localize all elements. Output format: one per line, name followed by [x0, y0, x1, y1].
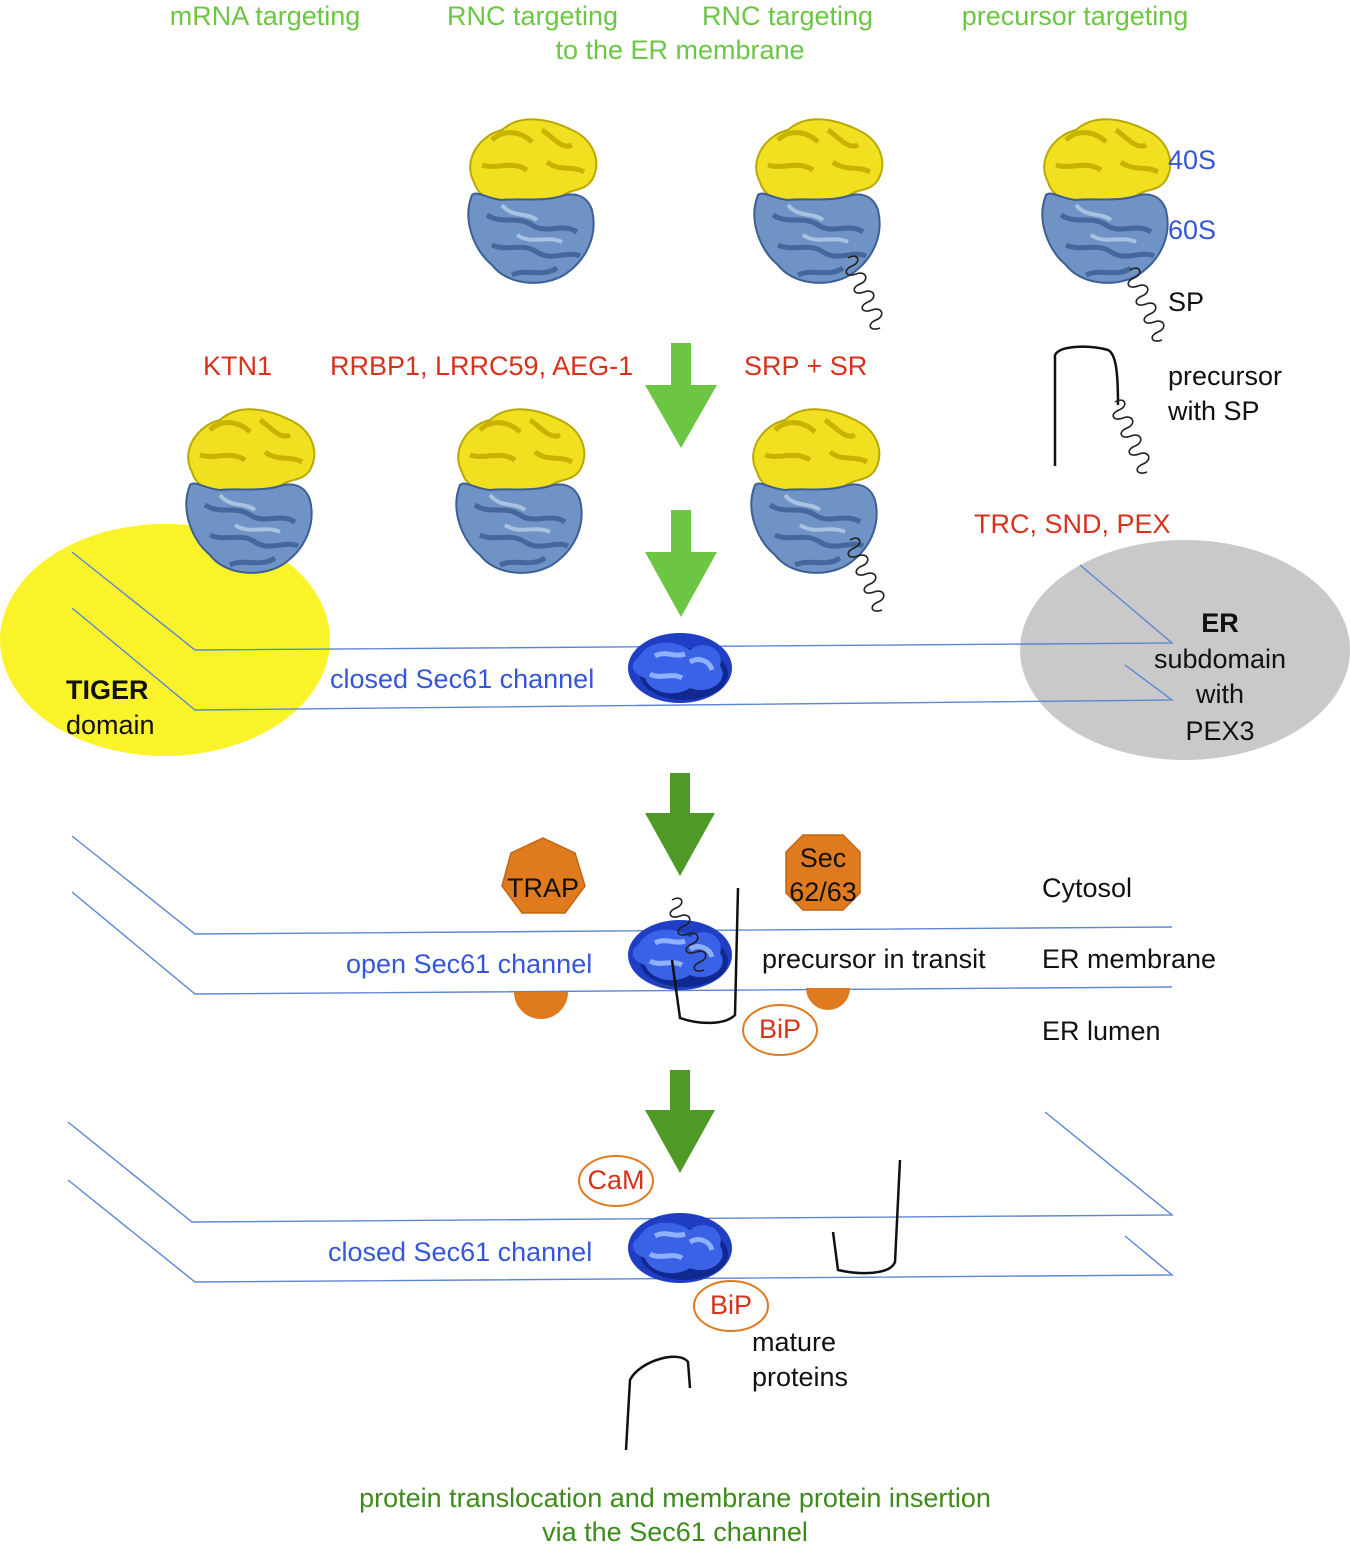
membrane-protein-chain	[831, 1159, 902, 1275]
precursor-chain	[1053, 345, 1120, 466]
precursor-coil	[1112, 399, 1150, 474]
trap-shape	[501, 837, 586, 914]
arrow-light-1	[645, 343, 717, 448]
arrow-light-2	[645, 510, 717, 617]
factor-trc-snd-pex: TRC, SND, PEX	[974, 509, 1171, 539]
label-60s: 60S	[1168, 215, 1217, 245]
label-er-lumen: ER lumen	[1042, 1016, 1161, 1046]
label-cytosol: Cytosol	[1042, 873, 1133, 903]
er-subdomain-line2: subdomain	[1153, 644, 1287, 674]
label-bip-1: BiP	[758, 1014, 802, 1044]
ribosome-precursor	[1042, 119, 1170, 283]
footer-line1: protein translocation and membrane prote…	[359, 1483, 991, 1513]
sec-luminal-domain	[806, 988, 850, 1010]
header-mrna-targeting: mRNA targeting	[169, 1, 361, 31]
membrane-2	[71, 835, 1173, 995]
label-precursor-line1: precursor	[1168, 361, 1283, 391]
label-closed-sec61-1: closed Sec61 channel	[330, 664, 595, 694]
ribosome-srp-top	[754, 119, 882, 283]
label-precursor-in-transit: precursor in transit	[762, 944, 986, 974]
label-precursor-line2: with SP	[1168, 396, 1260, 426]
precursor-in-transit-chain	[670, 887, 740, 1025]
header-rnc-targeting: RNC targeting	[701, 1, 874, 31]
ribosome-srp	[751, 409, 879, 573]
label-40s: 40S	[1168, 145, 1217, 175]
sec62-63-shape	[785, 834, 861, 911]
label-mature-line1: mature	[752, 1327, 837, 1357]
label-sp: SP	[1168, 287, 1205, 317]
ribosome-ktn1	[186, 409, 314, 573]
sec61-closed-1	[628, 633, 732, 703]
tiger-domain-region	[0, 524, 330, 756]
label-closed-sec61-2: closed Sec61 channel	[328, 1237, 593, 1267]
label-trap: TRAP	[506, 873, 579, 903]
ribosome-rnc-top	[468, 119, 596, 283]
label-open-sec61: open Sec61 channel	[346, 949, 593, 979]
bip-1-shape	[742, 1004, 818, 1056]
label-bip-2: BiP	[709, 1290, 753, 1320]
factor-receptors: RRBP1, LRRC59, AEG-1	[330, 351, 634, 381]
er-subdomain-region	[1020, 540, 1350, 760]
factor-srp-sr: SRP + SR	[744, 351, 868, 381]
er-subdomain-line3: with	[1195, 679, 1244, 709]
er-subdomain-line4: PEX3	[1185, 716, 1255, 746]
footer-line2: via the Sec61 channel	[542, 1517, 808, 1546]
label-sec-line1: Sec	[799, 843, 847, 873]
header-precursor-targeting: precursor targeting	[961, 1, 1189, 31]
header-rnc-er-line1: RNC targeting	[446, 1, 619, 31]
tiger-domain-title: TIGER	[66, 675, 149, 705]
factor-ktn1: KTN1	[203, 351, 273, 381]
label-mature-line2: proteins	[752, 1362, 849, 1392]
er-subdomain-title: ER	[1201, 608, 1239, 638]
arrow-dark-1	[645, 773, 715, 876]
signal-peptide-coil-precursor	[1127, 267, 1165, 342]
label-cam: CaM	[587, 1165, 645, 1195]
arrow-dark-2	[645, 1070, 715, 1173]
label-er-membrane: ER membrane	[1042, 944, 1217, 974]
bip-2-shape	[693, 1280, 769, 1332]
tiger-domain-subtitle: domain	[66, 710, 155, 740]
mature-protein-chain	[624, 1355, 692, 1451]
label-sec-line2: 62/63	[789, 877, 857, 907]
sec61-closed-2	[628, 1213, 732, 1283]
sec61-open	[628, 920, 732, 990]
header-rnc-er-line2: to the ER membrane	[555, 35, 805, 65]
cam-shape	[578, 1155, 654, 1207]
trap-luminal-domain	[514, 992, 568, 1019]
ribosome-receptors	[456, 409, 584, 573]
